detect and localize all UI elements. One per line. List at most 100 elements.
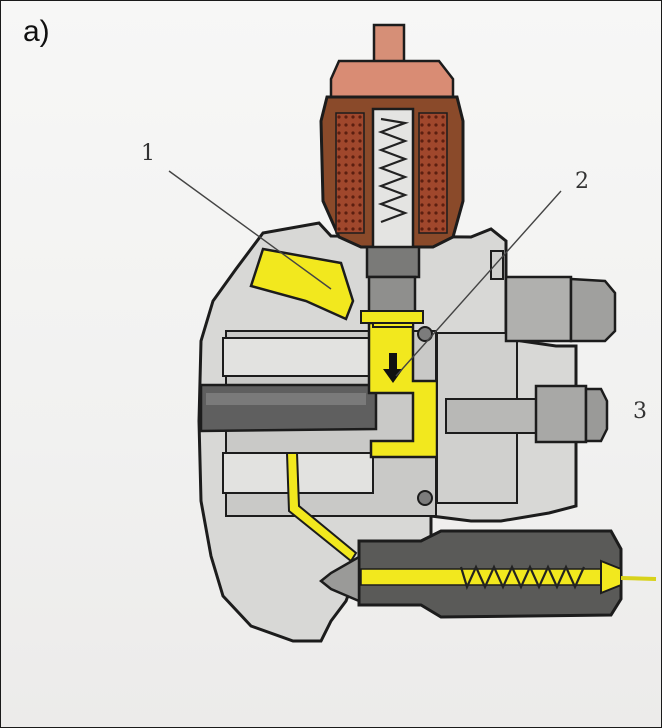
lower-o-ring — [417, 490, 433, 506]
winding-dot — [427, 131, 431, 135]
winding-dot — [344, 131, 348, 135]
winding-dot — [337, 219, 341, 223]
winding-dot — [434, 115, 438, 119]
winding-dot — [427, 147, 431, 151]
spring-coil — [377, 117, 410, 224]
solenoid-cap — [329, 59, 455, 99]
inlet-fuel-channel — [249, 247, 355, 321]
winding-dot — [427, 211, 431, 215]
callout-1: 1 — [141, 141, 155, 166]
winding-dot — [351, 123, 355, 127]
winding-dot — [420, 195, 424, 199]
winding-dot — [358, 139, 362, 143]
nozzle-spring — [459, 564, 586, 591]
flow-arrow-icon — [383, 353, 403, 383]
winding-dot — [420, 179, 424, 183]
winding-dot — [358, 155, 362, 159]
winding-dot — [351, 187, 355, 191]
winding-dot — [427, 227, 431, 231]
winding-dot — [337, 131, 341, 135]
winding-dot — [344, 203, 348, 207]
winding-dot — [344, 211, 348, 215]
delivery-valve-cap — [584, 387, 609, 443]
callout-1-leader — [168, 170, 332, 290]
armature-spring — [377, 117, 410, 224]
winding-dot — [427, 155, 431, 159]
winding-dot — [358, 195, 362, 199]
winding-dot — [441, 195, 445, 199]
winding-dot — [434, 211, 438, 215]
winding-dot — [420, 115, 424, 119]
winding-dot — [344, 139, 348, 143]
winding-dot — [434, 219, 438, 223]
winding-dot — [434, 187, 438, 191]
winding-dot — [358, 187, 362, 191]
winding-dot — [441, 219, 445, 223]
winding-dot — [441, 139, 445, 143]
valve-needle-body — [365, 245, 421, 279]
winding-dot — [351, 139, 355, 143]
delivery-valve-nut — [534, 384, 588, 444]
winding-dot — [351, 147, 355, 151]
winding-dot — [358, 123, 362, 127]
winding-dot — [434, 227, 438, 231]
winding-dot — [344, 179, 348, 183]
winding-dot — [427, 139, 431, 143]
winding-dot — [434, 195, 438, 199]
upper-bore — [222, 337, 374, 377]
winding-dot — [427, 163, 431, 167]
winding-dot — [441, 147, 445, 151]
winding-dot — [420, 123, 424, 127]
winding-dot — [351, 179, 355, 183]
winding-dot — [358, 163, 362, 167]
winding-dot — [344, 147, 348, 151]
upper-fitting-body — [504, 275, 573, 343]
winding-dot — [427, 195, 431, 199]
winding-dot — [420, 171, 424, 175]
winding-dot — [427, 115, 431, 119]
winding-dot — [344, 155, 348, 159]
winding-dot — [420, 163, 424, 167]
winding-dot — [420, 131, 424, 135]
callout-2-leader — [395, 190, 562, 377]
winding-dot — [351, 203, 355, 207]
plunger-highlight — [206, 393, 366, 405]
winding-dot — [427, 187, 431, 191]
winding-dot — [337, 147, 341, 151]
callout-3: 3 — [633, 399, 647, 424]
winding-dot — [344, 227, 348, 231]
winding-dot — [434, 203, 438, 207]
winding-dot — [337, 155, 341, 159]
winding-dot — [358, 179, 362, 183]
winding-dot — [441, 123, 445, 127]
winding-dot — [337, 179, 341, 183]
winding-dot — [358, 203, 362, 207]
valve-needle-collar — [360, 310, 424, 324]
winding-dot — [337, 227, 341, 231]
upper-o-ring — [417, 326, 433, 342]
winding-dot — [434, 163, 438, 167]
winding-dot — [427, 179, 431, 183]
winding-dot — [337, 211, 341, 215]
winding-dot — [337, 203, 341, 207]
winding-dot — [351, 227, 355, 231]
armature-core — [371, 107, 415, 251]
winding-dot — [427, 123, 431, 127]
winding-dot — [337, 163, 341, 167]
coil-winding-pattern — [337, 115, 445, 231]
winding-dot — [427, 171, 431, 175]
winding-dot — [344, 195, 348, 199]
winding-dot — [351, 155, 355, 159]
winding-dot — [351, 195, 355, 199]
winding-dot — [337, 187, 341, 191]
winding-dot — [441, 203, 445, 207]
winding-dot — [358, 115, 362, 119]
winding-dot — [427, 203, 431, 207]
winding-dot — [337, 195, 341, 199]
winding-dot — [337, 123, 341, 127]
winding-dot — [351, 163, 355, 167]
winding-dot — [441, 155, 445, 159]
winding-dot — [358, 211, 362, 215]
fitting-stud-top — [490, 250, 504, 280]
